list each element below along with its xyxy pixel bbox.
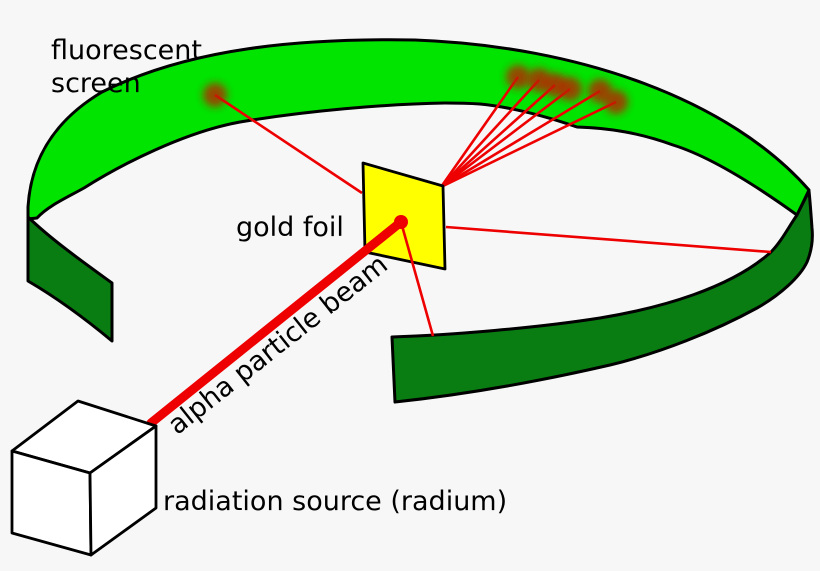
particle-ray xyxy=(399,221,435,337)
radiation-source-label: radiation source (radium) xyxy=(163,486,508,517)
source-cube-face-right xyxy=(88,424,158,557)
alpha-particle-beam xyxy=(146,217,406,428)
particle-ray xyxy=(440,87,571,189)
particle-ray xyxy=(214,93,363,195)
particle-ray xyxy=(439,76,520,188)
screen-back-inner-band xyxy=(26,38,811,221)
fluorescent-screen-label: fluorescent screen xyxy=(51,35,202,99)
deflected-particle-rays xyxy=(399,221,772,337)
impact-dot xyxy=(203,83,227,107)
impact-dot xyxy=(604,90,628,114)
impact-dot xyxy=(558,77,582,101)
particle-ray xyxy=(440,79,540,188)
alpha-beam-shape xyxy=(146,215,408,428)
screen-front-outer-band xyxy=(390,189,814,404)
particle-ray xyxy=(445,225,772,254)
fluorescent-screen-ring xyxy=(26,38,814,404)
particle-ray xyxy=(440,84,556,188)
beam-tip xyxy=(394,215,408,229)
gold-foil-label: gold foil xyxy=(236,212,344,243)
particle-ray xyxy=(440,89,601,189)
impact-dot xyxy=(506,65,530,89)
scintillation-impact-dots xyxy=(203,65,628,114)
radiation-source-cube xyxy=(10,399,158,557)
scattered-particle-rays xyxy=(214,76,617,195)
screen-left-outer-piece xyxy=(26,215,114,343)
particle-ray xyxy=(440,100,617,189)
